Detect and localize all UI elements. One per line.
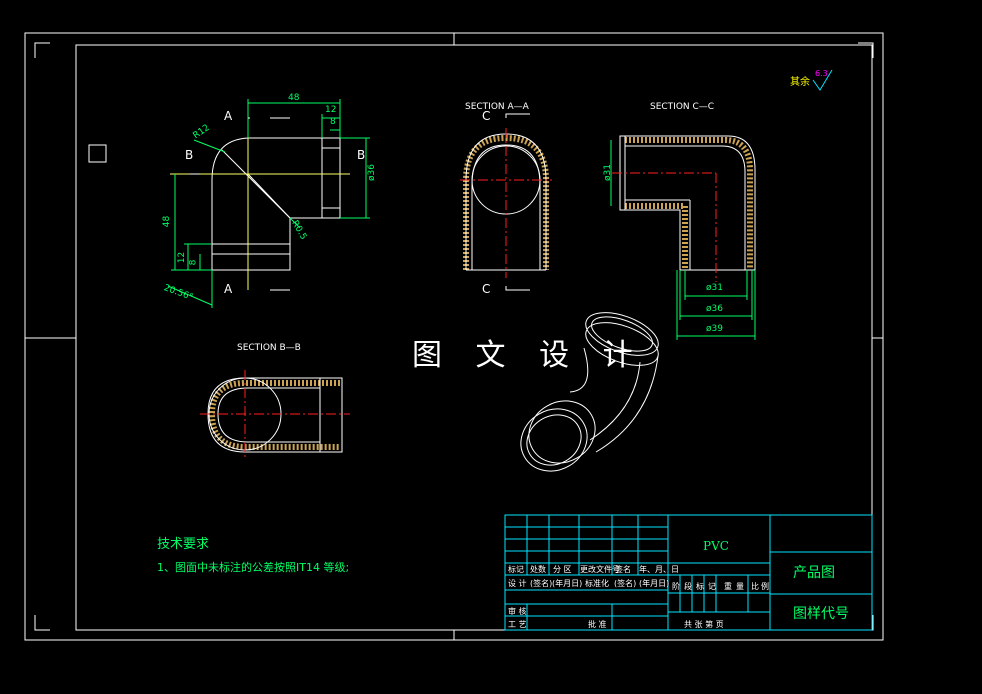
dim-12-left: 12 [177, 251, 188, 264]
tb-process: 工 艺 [508, 620, 527, 629]
tb-design: 设 计 [508, 579, 527, 588]
tb-design-date: (年月日) [552, 579, 583, 588]
dim-8-top: 8 [330, 117, 336, 127]
cut-letter-a-bottom: A [224, 282, 233, 296]
watermark-text: 图 文 设 计 [412, 338, 645, 373]
tb-scale-1: 比 [751, 582, 759, 591]
cut-letter-b-left: B [185, 148, 194, 162]
roughness-value: 6.3 [815, 69, 828, 78]
drawing-frame [24, 32, 884, 641]
cut-letter-a-top: A [224, 109, 233, 123]
dim-d36-cc: ø36 [706, 304, 723, 314]
cut-letter-c-top: C [482, 109, 491, 123]
tb-header-count: 处数 [530, 565, 546, 574]
tb-design-sign: (签名) [530, 579, 553, 588]
tb-stage-2: 段 [684, 582, 692, 591]
tb-stage-4: 记 [708, 582, 716, 591]
cut-letter-b-right: B [357, 148, 366, 162]
drawing-name: 产品图 [793, 565, 835, 581]
dim-8-left: 8 [188, 259, 199, 266]
tb-sheets: 共 张 第 页 [684, 620, 724, 629]
dim-48-top: 48 [288, 93, 300, 103]
tb-stage-3: 标 [696, 582, 704, 591]
tb-header-change-doc: 更改文件号 [580, 565, 620, 574]
dim-d36-main: ø36 [366, 164, 377, 181]
roughness-symbol [812, 69, 833, 91]
drawing-code: 图样代号 [793, 606, 849, 622]
dim-48-left: 48 [162, 215, 173, 228]
tb-standard-sign: (签名) [614, 579, 637, 588]
notes-line-1: 1、图面中未标注的公差按照IT14 等级; [157, 561, 350, 574]
title-block-grid [504, 514, 873, 631]
dim-d39: ø39 [706, 324, 723, 334]
tb-standard: 标准化 [585, 579, 609, 588]
tb-approve: 批 准 [588, 620, 607, 629]
dim-d31-left: ø31 [602, 164, 613, 181]
tb-header-zone: 分 区 [553, 565, 572, 574]
cut-letter-c-bottom: C [482, 282, 491, 296]
section-bb-title: SECTION B—B [237, 343, 301, 353]
tb-review: 审 核 [508, 607, 527, 616]
dim-d31: ø31 [706, 283, 723, 293]
section-aa-title: SECTION A—A [465, 102, 529, 112]
tb-scale-2: 例 [761, 582, 769, 591]
main-view [167, 99, 370, 308]
notes-title: 技术要求 [157, 537, 210, 552]
tb-weight-1: 重 [724, 582, 732, 591]
tb-header-sign: 签名 [615, 565, 631, 574]
section-cc-title: SECTION C—C [650, 102, 715, 112]
registration-square [88, 144, 107, 163]
dim-12-top: 12 [325, 105, 337, 115]
isometric-view [520, 312, 659, 472]
tb-stage-1: 阶 [672, 582, 680, 591]
tb-weight-2: 量 [736, 582, 744, 591]
section-cc-view [610, 135, 756, 340]
material-value: PVC [703, 539, 729, 553]
section-aa-view [460, 113, 552, 291]
section-bb-view [200, 370, 350, 458]
tb-standard-date: (年月日) [639, 579, 670, 588]
roughness-prefix: 其余 [790, 77, 810, 88]
tb-header-date: 年、月、日 [639, 565, 679, 574]
tb-header-mark: 标记 [508, 565, 524, 574]
